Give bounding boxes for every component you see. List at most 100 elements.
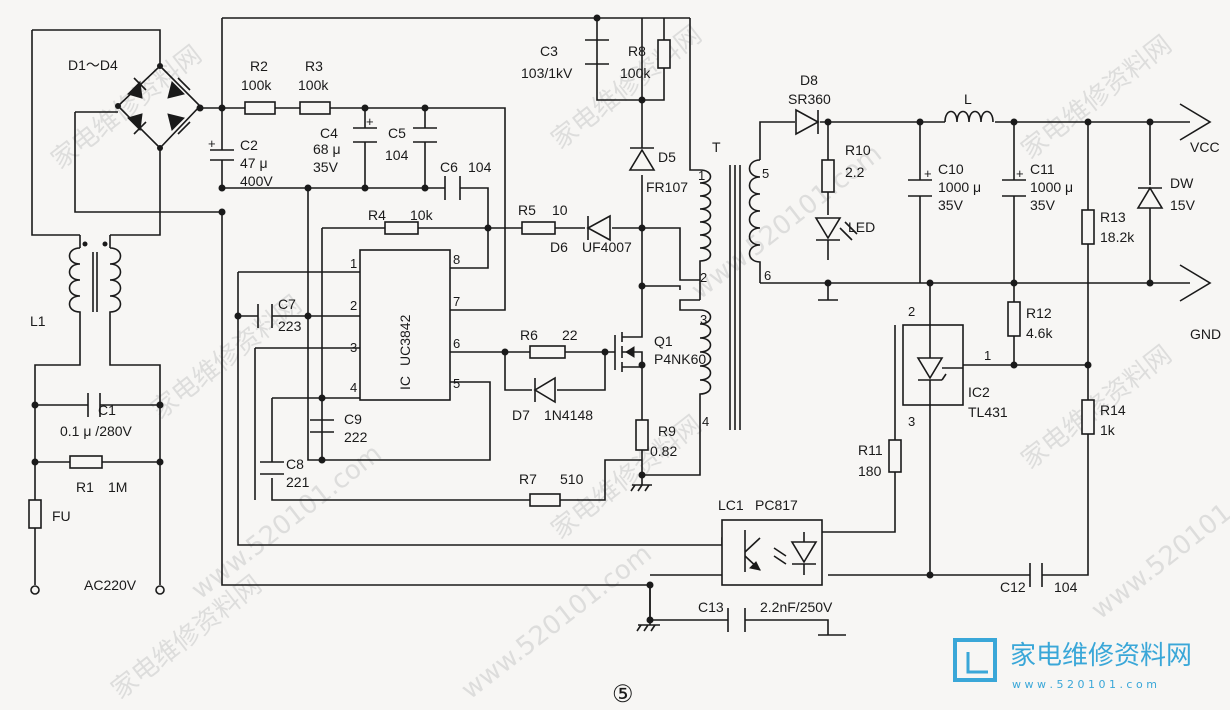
output-arrows xyxy=(1179,103,1212,302)
svg-text:R12: R12 xyxy=(1026,305,1052,321)
svg-text:35V: 35V xyxy=(313,159,339,175)
svg-text:180: 180 xyxy=(858,463,882,479)
svg-text:FR107: FR107 xyxy=(646,179,688,195)
svg-text:0.82: 0.82 xyxy=(650,443,677,459)
svg-text:2: 2 xyxy=(908,304,915,319)
svg-text:1k: 1k xyxy=(1100,422,1116,438)
svg-text:C1: C1 xyxy=(98,402,116,418)
resistor-r8 xyxy=(657,39,671,69)
svg-text:0.1 μ /280V: 0.1 μ /280V xyxy=(60,423,133,439)
svg-text:104: 104 xyxy=(1054,579,1078,595)
svg-text:w w w . 5 2 0 1 0 1 . c o m: w w w . 5 2 0 1 0 1 . c o m xyxy=(1012,678,1157,691)
svg-text:8: 8 xyxy=(453,252,460,267)
site-logo: 家电维修资料网 w w w . 5 2 0 1 0 1 . c o m xyxy=(953,638,1192,691)
svg-text:68 μ: 68 μ xyxy=(313,141,341,157)
svg-text:22: 22 xyxy=(562,327,578,343)
svg-text:4: 4 xyxy=(350,380,357,395)
svg-text:Q1: Q1 xyxy=(654,333,673,349)
svg-text:P4NK60: P4NK60 xyxy=(654,351,706,367)
svg-text:10: 10 xyxy=(552,202,568,218)
svg-text:1: 1 xyxy=(350,256,357,271)
fuse-fu xyxy=(28,499,42,529)
svg-text:510: 510 xyxy=(560,471,584,487)
svg-text:DW: DW xyxy=(1170,175,1194,191)
svg-text:35V: 35V xyxy=(1030,197,1056,213)
watermark-text: 家电维修资料网 xyxy=(1016,340,1178,476)
resistor-r2 xyxy=(244,101,276,115)
svg-text:R2: R2 xyxy=(250,58,268,74)
resistor-r14 xyxy=(1081,399,1095,435)
svg-text:C8: C8 xyxy=(286,456,304,472)
svg-text:+: + xyxy=(924,166,932,181)
svg-text:R9: R9 xyxy=(658,423,676,439)
svg-text:R1: R1 xyxy=(76,479,94,495)
svg-text:R11: R11 xyxy=(858,442,883,458)
resistor-r13 xyxy=(1081,209,1095,245)
svg-text:2: 2 xyxy=(350,298,357,313)
svg-text:104: 104 xyxy=(468,159,492,175)
transformer-t xyxy=(699,159,761,430)
svg-text:C12: C12 xyxy=(1000,579,1026,595)
svg-text:⑤: ⑤ xyxy=(612,681,634,708)
svg-text:+: + xyxy=(366,114,374,129)
resistor-r3 xyxy=(299,101,331,115)
svg-text:LED: LED xyxy=(848,219,875,235)
svg-text:TL431: TL431 xyxy=(968,404,1008,420)
svg-text:221: 221 xyxy=(286,474,310,490)
svg-text:L: L xyxy=(964,91,972,107)
resistor-r1 xyxy=(69,455,103,469)
optocoupler-lc1 xyxy=(721,519,823,586)
resistor-r11 xyxy=(888,439,902,473)
ground-symbols xyxy=(630,299,846,636)
svg-text:D6: D6 xyxy=(550,239,568,255)
svg-text:D7: D7 xyxy=(512,407,530,423)
svg-text:R4: R4 xyxy=(368,207,386,223)
svg-text:C7: C7 xyxy=(278,296,296,312)
svg-text:35V: 35V xyxy=(938,197,964,213)
capacitors: + + + + xyxy=(87,39,1043,632)
svg-text:3: 3 xyxy=(700,312,707,327)
watermark-text: 家电维修资料网 xyxy=(546,20,708,156)
svg-text:PC817: PC817 xyxy=(755,497,798,513)
svg-text:C13: C13 xyxy=(698,599,724,615)
svg-text:C11: C11 xyxy=(1030,161,1055,177)
svg-text:C3: C3 xyxy=(540,43,558,59)
resistor-r10 xyxy=(821,159,835,193)
svg-text:5: 5 xyxy=(762,166,769,181)
svg-text:IC: IC xyxy=(397,376,413,390)
logo-mark-icon xyxy=(953,638,997,682)
choke-l1 xyxy=(68,241,122,330)
svg-text:R6: R6 xyxy=(520,327,538,343)
resistor-r6 xyxy=(529,345,566,359)
svg-text:6: 6 xyxy=(764,268,771,283)
labels: D1～D4 R2 100k R3 100k C2 47 μ 400V C4 68… xyxy=(30,43,1221,708)
svg-text:R5: R5 xyxy=(518,202,536,218)
svg-text:C2: C2 xyxy=(240,137,258,153)
svg-text:100k: 100k xyxy=(241,77,272,93)
svg-text:1: 1 xyxy=(698,168,705,183)
svg-text:10k: 10k xyxy=(410,207,434,223)
svg-text:1M: 1M xyxy=(108,479,127,495)
svg-text:C10: C10 xyxy=(938,161,964,177)
svg-text:223: 223 xyxy=(278,318,302,334)
resistor-r9 xyxy=(635,419,649,451)
svg-text:5: 5 xyxy=(453,376,460,391)
inductor-l xyxy=(944,110,995,124)
svg-text:D8: D8 xyxy=(800,72,818,88)
resistor-r12 xyxy=(1007,301,1021,337)
svg-text:222: 222 xyxy=(344,429,368,445)
svg-text:L1: L1 xyxy=(30,313,46,329)
svg-text:104: 104 xyxy=(385,147,409,163)
svg-text:R7: R7 xyxy=(519,471,537,487)
ic2-tl431 xyxy=(902,324,964,406)
svg-text:C5: C5 xyxy=(388,125,406,141)
resistor-r7 xyxy=(529,493,561,507)
svg-text:LC1: LC1 xyxy=(718,497,744,513)
svg-text:100k: 100k xyxy=(620,65,651,81)
svg-text:SR360: SR360 xyxy=(788,91,831,107)
svg-text:18.2k: 18.2k xyxy=(1100,229,1135,245)
svg-text:+: + xyxy=(208,136,216,151)
svg-text:D1～D4: D1～D4 xyxy=(68,57,118,73)
svg-text:1: 1 xyxy=(984,348,991,363)
